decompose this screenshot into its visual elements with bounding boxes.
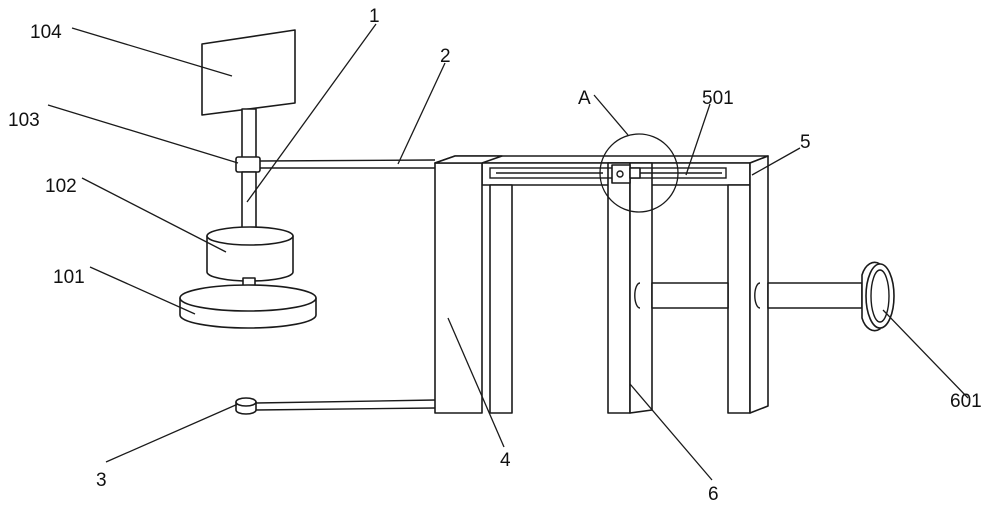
- panel-104: [201, 29, 296, 116]
- slider-bolt: [616, 170, 624, 178]
- collar-103: [235, 156, 261, 173]
- label-5: 5: [800, 132, 811, 153]
- frame-inner-leg: [489, 184, 513, 414]
- leader-lines: [47, 23, 969, 481]
- slider-block: [611, 164, 631, 184]
- label-4: 4: [500, 450, 511, 471]
- label-3: 3: [96, 470, 107, 491]
- knob-601: [861, 261, 895, 332]
- arm-3: [255, 399, 436, 411]
- label-102: 102: [45, 176, 77, 197]
- frame: [434, 155, 769, 414]
- shaft-left-segment: [651, 282, 729, 309]
- shaft-right-segment: [767, 282, 863, 309]
- shaft-upper: [241, 108, 257, 160]
- label-101: 101: [53, 267, 85, 288]
- label-103: 103: [8, 110, 40, 131]
- label-6: 6: [708, 484, 719, 505]
- shaft-middle: [241, 171, 257, 231]
- base-disk-101: [179, 284, 317, 329]
- detail-circle-a: [599, 133, 679, 213]
- label-601: 601: [950, 391, 982, 412]
- frame-5-right-side: [749, 155, 769, 414]
- rod-2: [259, 159, 436, 169]
- frame-5-right-leg: [727, 184, 751, 414]
- label-2: 2: [440, 46, 451, 67]
- label-a: A: [578, 88, 591, 109]
- puck-3: [235, 397, 257, 415]
- leg-6-side: [629, 162, 653, 414]
- label-1: 1: [369, 6, 380, 27]
- block-4: [434, 162, 483, 414]
- rail-501: [489, 164, 727, 184]
- reference-labels: 104 1 2 103 102 101 3 4 A 501 5 6 601: [8, 6, 982, 505]
- drum-102: [206, 226, 294, 282]
- block-4-top: [434, 155, 503, 164]
- left-assembly: [179, 29, 317, 329]
- label-501: 501: [702, 88, 734, 109]
- label-104: 104: [30, 22, 62, 43]
